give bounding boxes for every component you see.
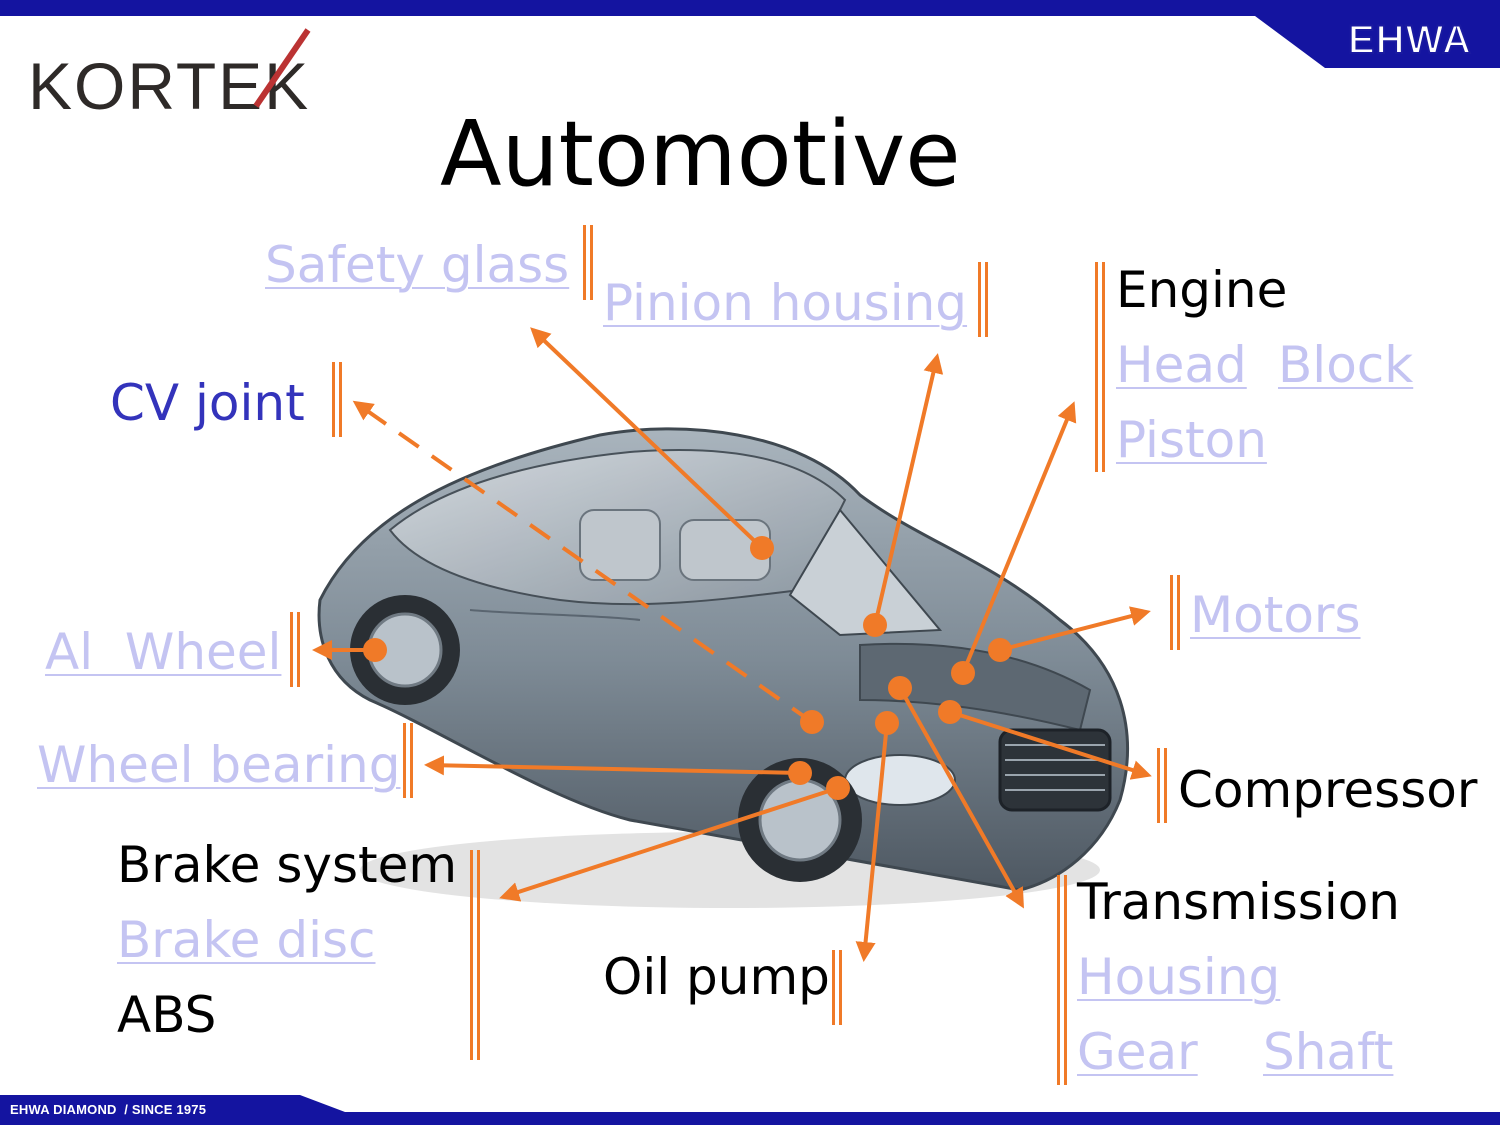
arrow-engine <box>961 401 1077 674</box>
bar-wheel-bearing <box>403 723 406 798</box>
label-compressor: Compressor <box>1178 761 1478 819</box>
link-housing[interactable]: Housing <box>1077 948 1281 1006</box>
link-safety-glass[interactable]: Safety glass <box>265 236 570 294</box>
link-shaft[interactable]: Shaft <box>1263 1023 1394 1081</box>
bar-compressor <box>1157 748 1160 823</box>
label-cv-joint: CV joint <box>110 374 305 432</box>
link-head[interactable]: Head <box>1116 336 1247 394</box>
bar-engine-2 <box>1102 262 1105 472</box>
arrow-compressor <box>949 710 1152 780</box>
dot-cv-joint <box>800 710 824 734</box>
bar-oil-pump <box>832 950 835 1025</box>
car-illustration <box>317 427 1129 908</box>
page-title: Automotive <box>440 102 961 207</box>
link-motors[interactable]: Motors <box>1190 586 1361 644</box>
bar-wheel-bearing-2 <box>410 723 413 798</box>
arrow-pinion-housing <box>873 353 944 626</box>
kortek-logo-mark <box>253 28 311 108</box>
label-oil-pump: Oil pump <box>603 948 830 1006</box>
bar-transmission-2 <box>1064 875 1067 1085</box>
arrow-brake-system <box>499 786 839 902</box>
dot-al-wheel <box>363 638 387 662</box>
arrow-motors <box>999 606 1151 652</box>
arrow-safety-glass <box>530 327 764 550</box>
bar-motors <box>1170 575 1173 650</box>
bar-oil-pump-2 <box>839 950 842 1025</box>
bar-compressor-2 <box>1164 748 1167 823</box>
dot-wheel-bearing <box>788 761 812 785</box>
arrow-oil-pump <box>855 722 889 962</box>
bar-al-wheel-2 <box>297 612 300 687</box>
bar-engine <box>1095 262 1098 472</box>
arrow-cv-joint <box>352 400 814 724</box>
link-brake-disc[interactable]: Brake disc <box>117 911 376 969</box>
bar-cv-joint <box>332 362 335 437</box>
bar-cv-joint-2 <box>339 362 342 437</box>
label-brake-system: Brake system <box>117 836 458 894</box>
bar-motors-2 <box>1177 575 1180 650</box>
bar-transmission <box>1057 875 1060 1085</box>
dot-safety-glass <box>750 536 774 560</box>
bar-al-wheel <box>290 612 293 687</box>
label-abs: ABS <box>117 986 217 1044</box>
dot-compressor <box>938 700 962 724</box>
link-al-wheel[interactable]: Al Wheel <box>45 623 282 681</box>
arrow-transmission <box>898 687 1024 909</box>
arrow-wheel-bearing <box>424 755 801 776</box>
bar-pinion-housing-2 <box>985 262 988 337</box>
label-transmission: Transmission <box>1077 873 1400 931</box>
footer-text: EHWA DIAMOND / SINCE 1975 <box>10 1102 207 1117</box>
kortek-logo-text: KORTEK <box>28 49 311 123</box>
label-engine: Engine <box>1116 261 1288 319</box>
bar-pinion-housing <box>978 262 981 337</box>
bar-brake-system-2 <box>477 850 480 1060</box>
dot-oil-pump <box>875 711 899 735</box>
dot-engine <box>951 661 975 685</box>
link-piston[interactable]: Piston <box>1116 411 1267 469</box>
dot-pinion-housing <box>863 613 887 637</box>
dot-motors <box>988 638 1012 662</box>
footer-band <box>0 1095 1500 1125</box>
bar-brake-system <box>470 850 473 1060</box>
dot-transmission <box>888 676 912 700</box>
link-block[interactable]: Block <box>1278 336 1414 394</box>
ehwa-logo: EHWA <box>1347 17 1472 63</box>
kortek-logo: KORTEK <box>28 48 310 124</box>
link-pinion-housing[interactable]: Pinion housing <box>603 274 968 332</box>
header-band <box>0 0 1500 68</box>
link-gear[interactable]: Gear <box>1077 1023 1198 1081</box>
link-wheel-bearing[interactable]: Wheel bearing <box>37 736 401 794</box>
bar-safety-glass-2 <box>590 225 593 300</box>
bar-safety-glass <box>583 225 586 300</box>
dot-brake-system <box>826 776 850 800</box>
